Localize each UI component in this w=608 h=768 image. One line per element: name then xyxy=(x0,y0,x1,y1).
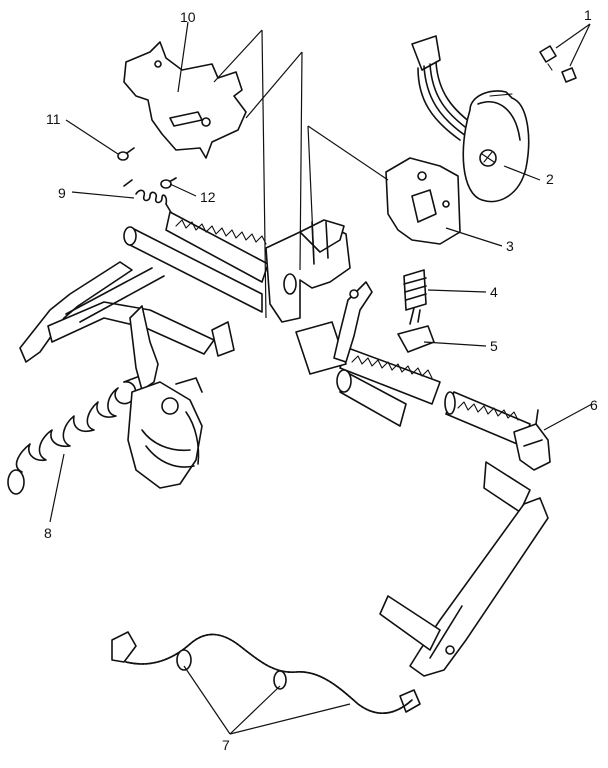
callout-7: 7 xyxy=(222,737,230,753)
part-5-switch xyxy=(397,307,435,353)
part-8-coil-spring xyxy=(7,375,141,495)
callout-11: 11 xyxy=(46,111,61,127)
part-7-cable xyxy=(111,631,421,714)
callout-12: 12 xyxy=(200,189,216,205)
callout-9: 9 xyxy=(58,185,66,201)
callout-6: 6 xyxy=(590,397,598,413)
callout-2: 2 xyxy=(546,171,554,187)
part-3-plate xyxy=(385,157,461,245)
callout-1: 1 xyxy=(584,7,592,23)
callout-3: 3 xyxy=(506,238,514,254)
guide-rods xyxy=(123,226,407,427)
ribbon-cable xyxy=(411,35,479,141)
lower-frame-rails xyxy=(19,261,347,375)
part-2-motor xyxy=(462,90,530,203)
support-arm-right xyxy=(379,461,549,677)
callouts: 1 2 3 4 5 6 7 8 9 10 11 12 xyxy=(44,7,598,753)
lever-arm xyxy=(333,281,373,363)
callout-5: 5 xyxy=(490,338,498,354)
part-6-clip xyxy=(513,409,551,471)
tensioner-assembly xyxy=(127,305,203,489)
callout-8: 8 xyxy=(44,525,52,541)
leader-lines xyxy=(49,21,593,735)
part-10-bracket xyxy=(123,41,247,159)
rack-gear-left xyxy=(165,211,269,283)
callout-10: 10 xyxy=(180,9,196,25)
part-11-screw xyxy=(117,147,135,161)
part-12-screw xyxy=(160,177,177,189)
callout-4: 4 xyxy=(490,284,498,300)
part-1-screws xyxy=(539,45,577,83)
part-4-coupler xyxy=(403,269,427,311)
carriage-block xyxy=(265,219,351,323)
